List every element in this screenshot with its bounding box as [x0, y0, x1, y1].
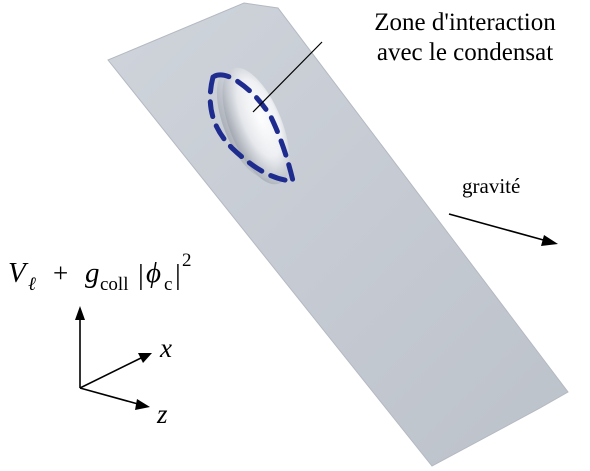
abs-bar-left: | [138, 259, 144, 291]
z-axis [80, 388, 138, 404]
annotation-line-1: Zone d'interaction [374, 9, 556, 36]
z-axis-arrowhead [135, 399, 150, 410]
subscript-coll: coll [100, 274, 129, 295]
symbol-phi: ϕ [146, 257, 161, 289]
x-axis-label: x [159, 333, 172, 363]
subscript-ell: ℓ [28, 274, 36, 295]
annotation-line-2: avec le condensat [377, 39, 553, 66]
coordinate-axes: x z [75, 306, 172, 429]
plus-sign: + [53, 258, 68, 288]
potential-expression: V ℓ + g coll | ϕ c | 2 [8, 250, 192, 295]
potential-axis-arrowhead [75, 306, 85, 320]
potential-surface [108, 3, 568, 466]
x-axis [80, 358, 141, 388]
gravity-label: gravité [462, 174, 520, 198]
subscript-c: c [164, 274, 172, 295]
exponent-2: 2 [182, 250, 192, 271]
gravity-arrow-shaft [449, 214, 547, 241]
symbol-V: V [8, 257, 29, 289]
z-axis-label: z [156, 399, 168, 429]
abs-bar-right: | [175, 259, 181, 291]
symbol-g: g [85, 257, 100, 289]
gravity-arrow-head [541, 235, 558, 246]
